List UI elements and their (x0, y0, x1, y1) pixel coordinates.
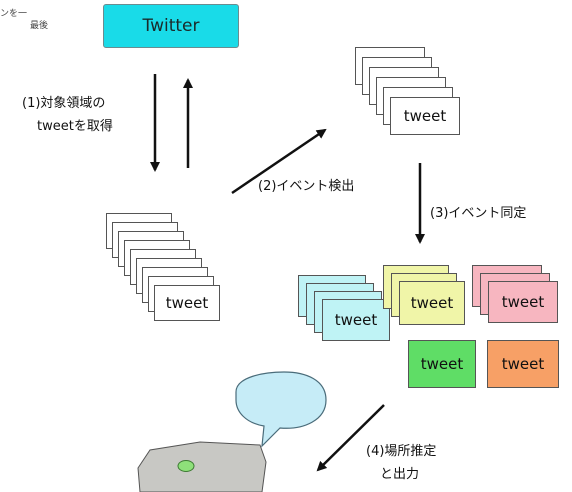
arrow-estimate (316, 404, 385, 472)
step1-label: (1)対象領域の tweetを取得 (22, 92, 113, 138)
tweet-card: tweet (488, 281, 558, 323)
speech-bubble (235, 371, 327, 448)
tweet-card-label: tweet (501, 355, 545, 373)
tweet-card: tweet (154, 285, 220, 321)
step1-line2: tweetを取得 (37, 119, 113, 134)
step4-line1: (4)場所推定 (366, 444, 437, 459)
tweet-card-label: tweet (420, 355, 464, 373)
step2-label: (2)イベント検出 (258, 179, 355, 194)
tweet-card: tweet (390, 97, 460, 135)
tweet-card-label: tweet (334, 311, 378, 329)
tweet-card-label: tweet (410, 294, 454, 312)
step3-label: (3)イベント同定 (430, 206, 527, 221)
twitter-node: Twitter (103, 4, 239, 48)
location-pin (177, 460, 195, 472)
twitter-label: Twitter (142, 16, 200, 36)
fragment-bottom-text: 最後 (30, 21, 49, 31)
tweet-card: tweet (408, 340, 476, 388)
map-shape (137, 441, 267, 492)
step4-line2: と出力 (380, 467, 420, 482)
tweet-card-label: tweet (501, 293, 545, 311)
arrow-detect (231, 128, 327, 195)
fragment-top-text: ンを一 (0, 9, 28, 19)
corner-fragment: ンを一 最後 (0, 8, 48, 32)
tweet-card: tweet (487, 340, 559, 388)
tweet-card-label: tweet (165, 294, 209, 312)
step4-label: (4)場所推定 と出力 (366, 440, 436, 486)
tweet-card-label: tweet (403, 107, 447, 125)
tweet-card: tweet (322, 299, 390, 341)
tweet-card: tweet (399, 281, 465, 325)
step1-line1: (1)対象領域の (22, 96, 106, 111)
